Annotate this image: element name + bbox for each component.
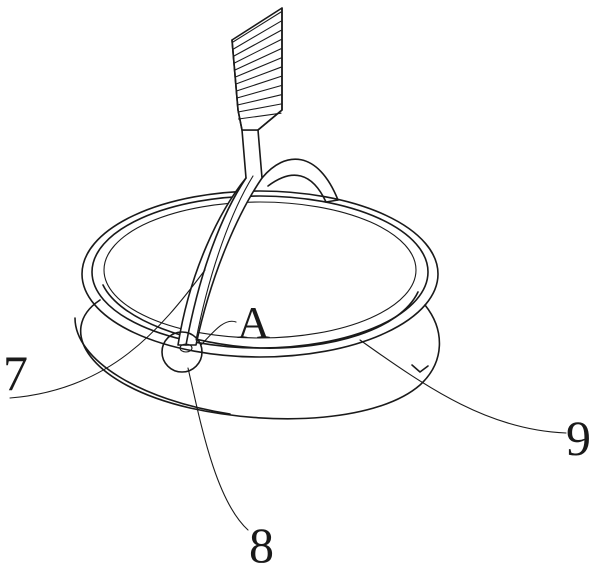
handle-ridge: [232, 11, 282, 43]
handle-ridge: [235, 66, 282, 85]
stem: [177, 129, 263, 346]
outer-ring: [81, 190, 439, 373]
handle-ridge: [233, 29, 282, 57]
leader-9: [359, 339, 567, 434]
handle-ridge: [233, 39, 282, 64]
handle-ridge: [236, 94, 282, 106]
base-plate: [74, 299, 441, 420]
handle-ridge: [236, 85, 282, 99]
handle-ridge: [232, 20, 282, 50]
label-8: 8: [249, 517, 274, 566]
handle-ridges: [232, 11, 282, 120]
handle-ridge: [237, 103, 282, 113]
handle-ridge: [235, 75, 282, 92]
handle-ridge: [237, 112, 282, 120]
handle-ridge: [234, 48, 282, 71]
detail-circle-a: [161, 320, 237, 373]
leader-lines: [9, 269, 567, 531]
handle-ridge: [234, 57, 282, 78]
leader-7: [9, 269, 206, 399]
handle: [231, 7, 283, 131]
leader-8: [187, 367, 249, 531]
label-9: 9: [566, 410, 591, 466]
label-7: 7: [3, 345, 28, 401]
rear-arm: [261, 158, 339, 203]
label-a: A: [237, 297, 270, 348]
